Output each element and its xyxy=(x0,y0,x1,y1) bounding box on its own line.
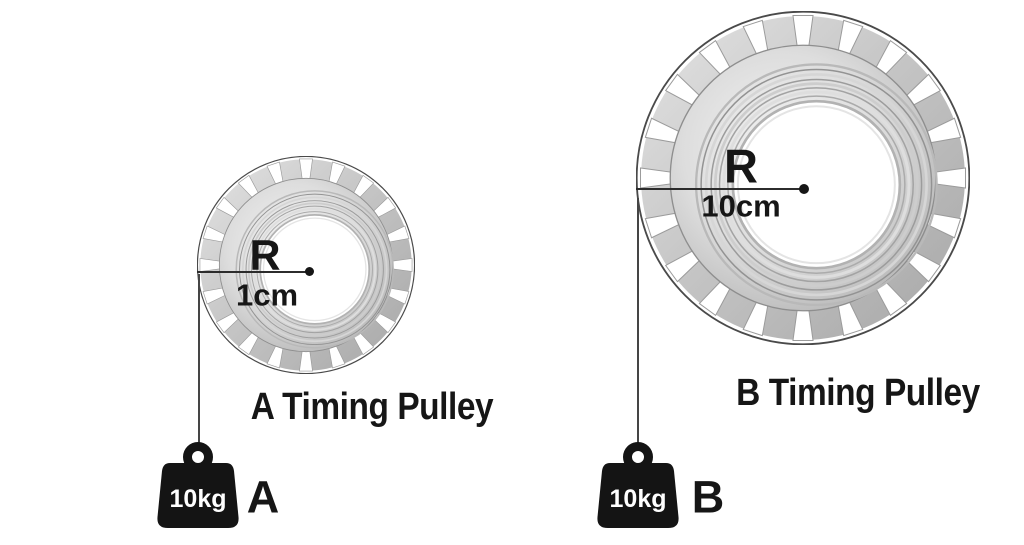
weight-a-letter: A xyxy=(246,471,280,523)
radius-line-a xyxy=(197,271,311,273)
string-a xyxy=(198,274,200,444)
pulley-b-label: B Timing Pulley xyxy=(736,372,980,414)
weight-a-icon: 10kg xyxy=(143,440,253,535)
radius-symbol-a: R xyxy=(249,231,281,280)
pulley-b-gear-icon xyxy=(636,11,970,345)
pulley-a-gear-icon xyxy=(197,156,415,374)
radius-value-b: 10cm xyxy=(701,188,781,224)
pulley-a-label: A Timing Pulley xyxy=(250,386,494,428)
radius-line-b xyxy=(636,188,806,190)
radius-value-a: 1cm xyxy=(235,277,299,313)
weight-b-mass: 10kg xyxy=(610,485,667,513)
weight-a-mass: 10kg xyxy=(170,485,227,513)
radius-symbol-b: R xyxy=(724,139,758,193)
center-dot-b xyxy=(799,184,809,194)
weight-b-icon: 10kg xyxy=(583,440,693,535)
weight-b-letter: B xyxy=(691,471,725,523)
center-dot-a xyxy=(305,267,314,276)
string-b xyxy=(637,198,639,444)
